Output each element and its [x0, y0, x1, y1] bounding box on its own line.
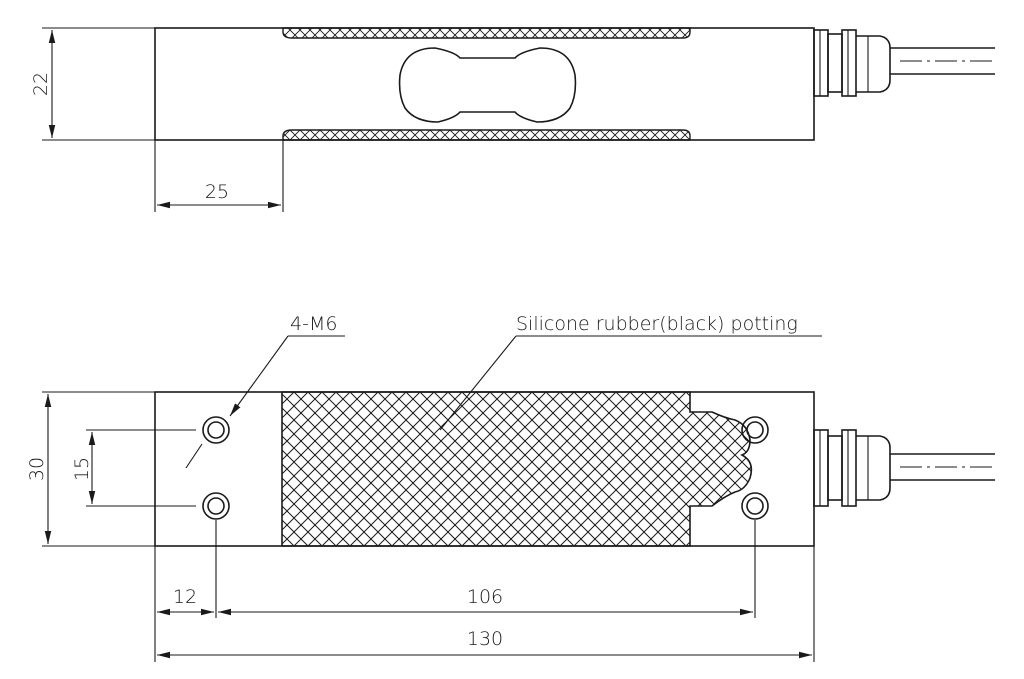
dogbone-cutout	[398, 47, 577, 123]
mounting-hole	[741, 492, 769, 520]
dim-edge-to-hole: 12	[154, 520, 217, 662]
callout-potting-label: Silicone rubber(black) potting	[516, 313, 798, 335]
lower-groove	[282, 129, 691, 141]
dim-edge-to-hole-label: 12	[173, 586, 197, 608]
cable-gland-plan	[813, 429, 891, 507]
dim-offset-top-label: 25	[205, 181, 229, 203]
dim-hole-spacing: 15	[71, 429, 196, 507]
side-view: 22 25	[30, 27, 995, 212]
cable-top	[890, 47, 995, 75]
dim-hole-spacing-label: 15	[71, 457, 93, 481]
dim-height-top-label: 22	[30, 72, 52, 96]
dim-overall-length-label: 130	[467, 628, 503, 650]
plan-view: 30 15 4-M6 Silicone rubber(black) pottin…	[26, 313, 995, 662]
callout-holes-label: 4-M6	[290, 313, 337, 335]
dim-height-plan-label: 30	[26, 457, 48, 481]
dim-offset-top: 25	[154, 140, 284, 212]
potting-region	[281, 391, 753, 547]
callout-potting: Silicone rubber(black) potting	[439, 313, 822, 431]
mounting-hole	[202, 492, 230, 520]
dim-height-top: 22	[30, 27, 155, 141]
side-view-body	[154, 27, 815, 141]
dim-height-plan: 30	[26, 391, 155, 547]
upper-groove	[282, 27, 691, 39]
callout-holes: 4-M6	[185, 313, 345, 469]
dim-hole-to-hole-label: 106	[467, 586, 503, 608]
cable-plan	[890, 453, 995, 481]
mounting-hole	[741, 416, 769, 444]
mounting-hole	[202, 416, 230, 444]
cable-gland-top	[813, 29, 891, 97]
dim-hole-to-hole: 106	[218, 520, 756, 618]
dim-overall-length: 130	[157, 546, 815, 662]
